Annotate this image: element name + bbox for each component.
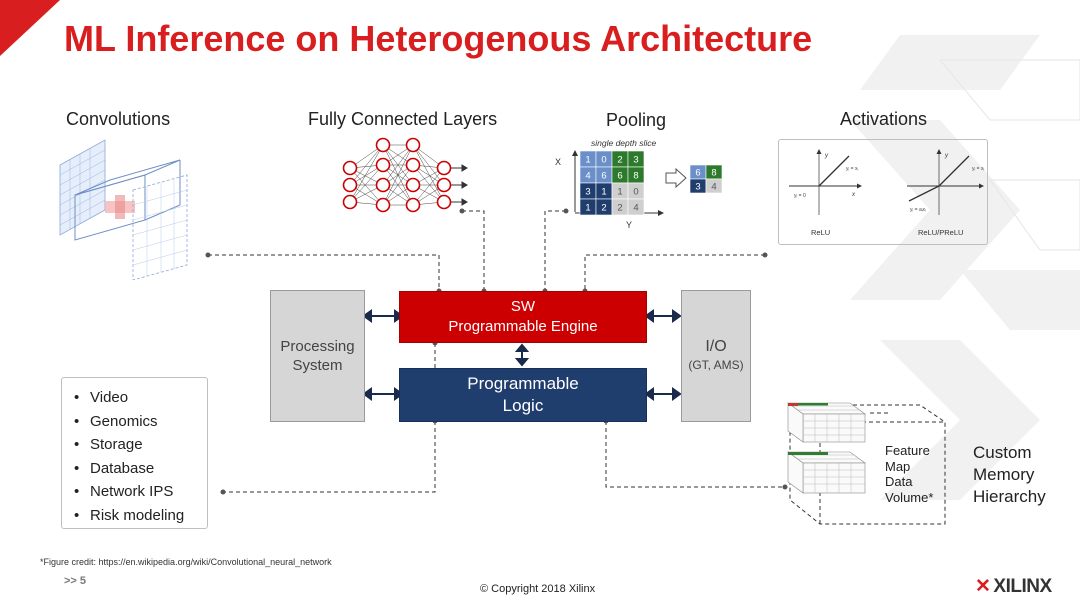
pooling-cell-value: 0: [633, 187, 638, 198]
page-number: >> 5: [64, 575, 87, 587]
figure-credit: *Figure credit: https://en.wikipedia.org…: [40, 557, 332, 567]
pooling-cell-value: 6: [601, 171, 606, 182]
programmable-logic-block: Programmable Logic: [399, 368, 647, 422]
pooling-cell-value: 3: [633, 155, 638, 166]
prelu-label: ReLU/PReLU: [918, 228, 963, 237]
custom-memory-label: Custom Memory Hierarchy: [973, 442, 1046, 508]
application-item: Video: [74, 386, 207, 410]
application-item: Database: [74, 457, 207, 481]
processing-system-line2: System: [292, 357, 343, 374]
pooling-output-value: 6: [695, 168, 700, 179]
relu-axis-y: y: [824, 153, 829, 159]
processing-system-block: Processing System: [270, 290, 365, 422]
xilinx-logo: ✕XILINX: [975, 575, 1052, 598]
relu-axis-x: x: [851, 192, 856, 198]
xilinx-logo-text: XILINX: [993, 576, 1052, 597]
pooling-cell-value: 4: [585, 171, 590, 182]
processing-system-line1: Processing: [280, 338, 355, 355]
feature-map-line4: Volume*: [885, 489, 934, 505]
sw-engine-line1: SW: [510, 298, 536, 315]
pooling-cell-value: 0: [601, 155, 606, 166]
application-item: Network IPS: [74, 480, 207, 504]
pooling-cell-value: 2: [617, 203, 622, 214]
neural-network-illustration: [342, 137, 468, 213]
relu-label: ReLU: [811, 228, 830, 237]
pooling-cell-value: 3: [585, 187, 590, 198]
io-line2: (GT, AMS): [688, 358, 744, 372]
relu-eq-pos: yᵢ = xᵢ: [846, 166, 858, 172]
custom-memory-line1: Custom: [973, 443, 1032, 462]
pooling-output-value: 8: [711, 168, 716, 179]
copyright: © Copyright 2018 Xilinx: [480, 583, 596, 595]
pooling-cell-value: 8: [633, 171, 638, 182]
pooling-cell-value: 2: [601, 203, 606, 214]
io-block: I/O (GT, AMS): [681, 290, 751, 422]
pooling-output-value: 4: [711, 182, 716, 193]
custom-memory-line2: Memory: [973, 465, 1035, 484]
application-item: Risk modeling: [74, 504, 207, 528]
prelu-axis-y: y: [944, 153, 949, 159]
application-item: Genomics: [74, 410, 207, 434]
programmable-logic-line2: Logic: [502, 396, 544, 415]
relu-eq-neg: yᵢ = 0: [794, 193, 806, 199]
io-line1: I/O: [705, 338, 727, 355]
corner-accent: [0, 0, 60, 56]
feature-map-line2: Map: [885, 458, 911, 474]
sw-engine-line2: Programmable Engine: [448, 318, 598, 335]
feature-map-line1: Feature: [885, 443, 930, 458]
memory-hierarchy-illustration: [787, 402, 946, 525]
pooling-output-cell: [705, 178, 723, 194]
pooling-cell-value: 1: [585, 203, 590, 214]
convolution-illustration: [59, 139, 188, 280]
pooling-output-value: 3: [695, 182, 700, 193]
activation-graphs: y x yᵢ = xᵢ yᵢ = 0 ReLU y yᵢ = xᵢ yᵢ = a…: [789, 149, 984, 237]
sw-engine-block: SW Programmable Engine: [399, 291, 647, 343]
feature-map-label: Feature Map Data Volume*: [885, 443, 933, 505]
page-title: ML Inference on Heterogenous Architectur…: [64, 18, 813, 59]
pooling-x-label: X: [555, 157, 561, 167]
pooling-slice-label: single depth slice: [591, 138, 656, 148]
pooling-y-label: Y: [626, 220, 632, 230]
activations-panel: [778, 139, 988, 245]
section-activations: Activations: [840, 109, 928, 129]
pooling-cell-value: 1: [585, 155, 590, 166]
section-convolutions: Convolutions: [66, 109, 171, 129]
applications-list: Video Genomics Storage Database Network …: [61, 377, 208, 529]
pooling-cell-value: 1: [617, 187, 622, 198]
programmable-logic-line1: Programmable: [467, 374, 579, 393]
pooling-cell-value: 4: [633, 203, 638, 214]
pooling-cell: [627, 198, 645, 216]
prelu-eq-neg: yᵢ = aᵢxᵢ: [910, 207, 926, 213]
application-item: Storage: [74, 433, 207, 457]
pooling-cell-value: 6: [617, 171, 622, 182]
section-fully-connected: Fully Connected Layers: [308, 109, 498, 129]
pooling-cell-value: 2: [617, 155, 622, 166]
feature-map-line3: Data: [885, 474, 913, 489]
pooling-cell-value: 1: [601, 187, 606, 198]
xilinx-logo-icon: ✕: [975, 576, 991, 597]
section-pooling: Pooling: [606, 110, 667, 130]
custom-memory-line3: Hierarchy: [973, 487, 1046, 506]
prelu-eq-pos: yᵢ = xᵢ: [972, 166, 984, 172]
